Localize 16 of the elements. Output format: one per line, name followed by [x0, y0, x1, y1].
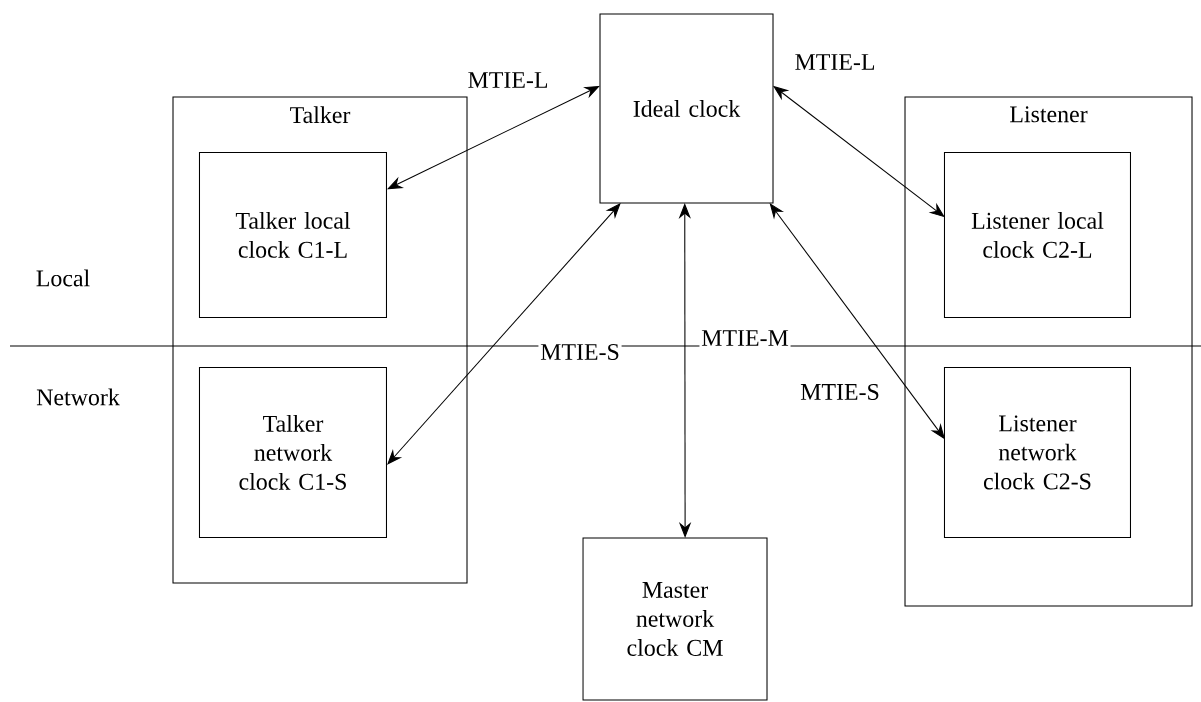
edge-label: MTIE-S	[798, 382, 882, 402]
clock-box: Listener local clock C2-L	[943, 151, 1131, 318]
clock-box: Master network clock CM	[582, 537, 768, 701]
edge-label: MTIE-S	[538, 342, 622, 362]
layer-label: Network	[36, 388, 120, 406]
clock-box: Ideal clock	[599, 13, 774, 204]
arrow	[387, 203, 621, 465]
edge-label: MTIE-L	[465, 70, 551, 90]
clock-box: Talker local clock C1-L	[198, 151, 387, 318]
edge-label: MTIE-M	[699, 328, 791, 348]
clock-box: Talker network clock C1-S	[198, 366, 387, 538]
arrow	[387, 85, 600, 190]
arrow	[678, 203, 692, 538]
clock-box: Listener network clock C2-S	[943, 366, 1131, 538]
layer-label: Local	[36, 269, 90, 287]
edge-label: MTIE-L	[792, 52, 878, 72]
